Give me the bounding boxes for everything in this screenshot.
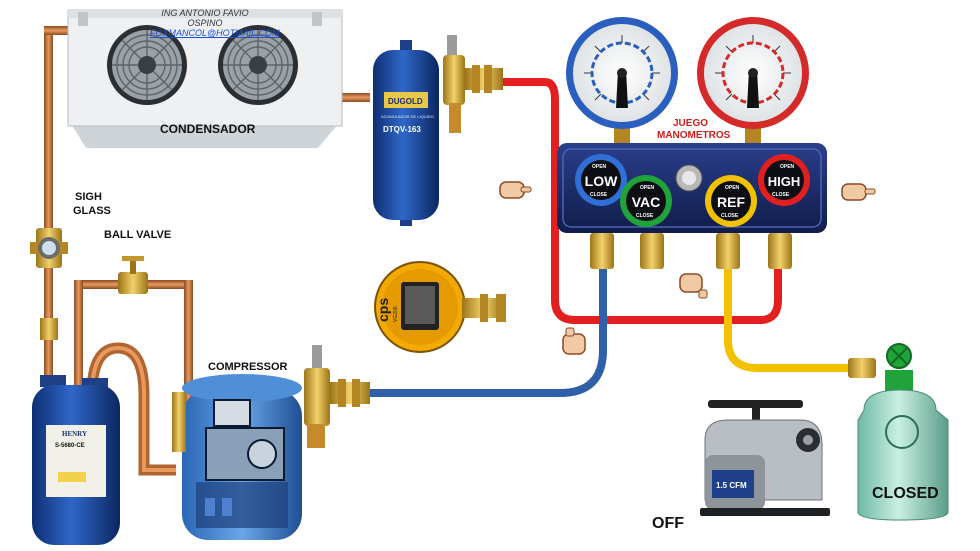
sight-glass [30,228,68,268]
ball-valve-label: BALL VALVE [104,229,171,241]
low-pressure-gauge [566,17,678,146]
refrigerant-cylinder [848,343,949,521]
author-name: ING ANTONIO FAVIO OSPINO [161,8,249,28]
compressor-service-valve [304,345,370,448]
digital-gauge-brand: cps [375,298,391,322]
svg-text:OPEN: OPEN [780,164,795,170]
pointing-hand-icon [679,273,708,299]
red-hose [503,78,782,324]
hoses [370,78,848,397]
svg-text:CLOSE: CLOSE [721,213,739,219]
blue-hose [370,268,607,397]
suction-accumulator: HENRY S-5680-CE [32,375,120,545]
pump-rating: 1.5 CFM [716,481,747,490]
knob-high[interactable]: OPEN HIGH CLOSE [758,154,810,206]
pointing-hand-icon [841,183,876,201]
condenser-fan-left [107,25,187,105]
sight-glass-label-2: GLASS [73,205,111,217]
svg-text:CLOSE: CLOSE [636,213,654,219]
knob-high-label: HIGH [768,174,801,189]
compressor [172,374,302,540]
accumulator-brand: HENRY [62,430,87,438]
condenser-label: CONDENSADOR [160,122,256,136]
author-credit: ING ANTONIO FAVIO OSPINO FOXMANCOL@HOTMA… [150,8,280,38]
digital-gauge-model: VG200 [393,306,399,322]
knob-vac[interactable]: OPEN VAC CLOSE [620,175,672,227]
drier-caption: ACUMULADOR DE LIQUIDO [381,114,434,119]
gauge-set-label-1: JUEGO [673,118,708,129]
vacuum-pump: 1.5 CFM [700,400,830,516]
pump-state-label: OFF [652,515,684,532]
gauge-set-label-2: MANOMETROS [657,130,731,141]
condenser-fan-right [218,25,298,105]
compressor-label: COMPRESSOR [208,361,288,373]
condenser-unit: CONDENSADOR [67,9,343,148]
drier-model: DTQV-163 [383,125,421,134]
knob-ref[interactable]: OPEN REF CLOSE [705,175,757,227]
svg-text:CLOSE: CLOSE [772,192,790,198]
ball-valve [118,256,148,294]
sight-glass-label-1: SIGH [75,191,102,203]
author-email-link[interactable]: FOXMANCOL@HOTMAIL.COM [150,28,280,38]
knob-ref-label: REF [717,194,745,210]
high-pressure-gauge [697,17,809,146]
drier-service-valve [443,35,503,133]
pointing-hand-icon [499,181,532,199]
svg-text:OPEN: OPEN [640,185,655,191]
filter-drier: DUGOLD ACUMULADOR DE LIQUIDO DTQV-163 [373,40,439,226]
knob-low-label: LOW [585,173,618,189]
accumulator-model: S-5680-CE [55,443,85,449]
digital-vacuum-gauge: cps VG200 [374,261,506,353]
knob-vac-label: VAC [632,194,661,210]
pointing-hand-icon [562,327,586,355]
svg-text:CLOSE: CLOSE [590,192,608,198]
cylinder-state-label: CLOSED [872,485,939,502]
knob-low[interactable]: OPEN LOW CLOSE [575,154,627,206]
pipe-union [40,318,58,340]
yellow-hose [724,268,848,372]
svg-text:OPEN: OPEN [725,185,740,191]
drier-brand: DUGOLD [388,97,423,106]
svg-text:OPEN: OPEN [592,164,607,170]
